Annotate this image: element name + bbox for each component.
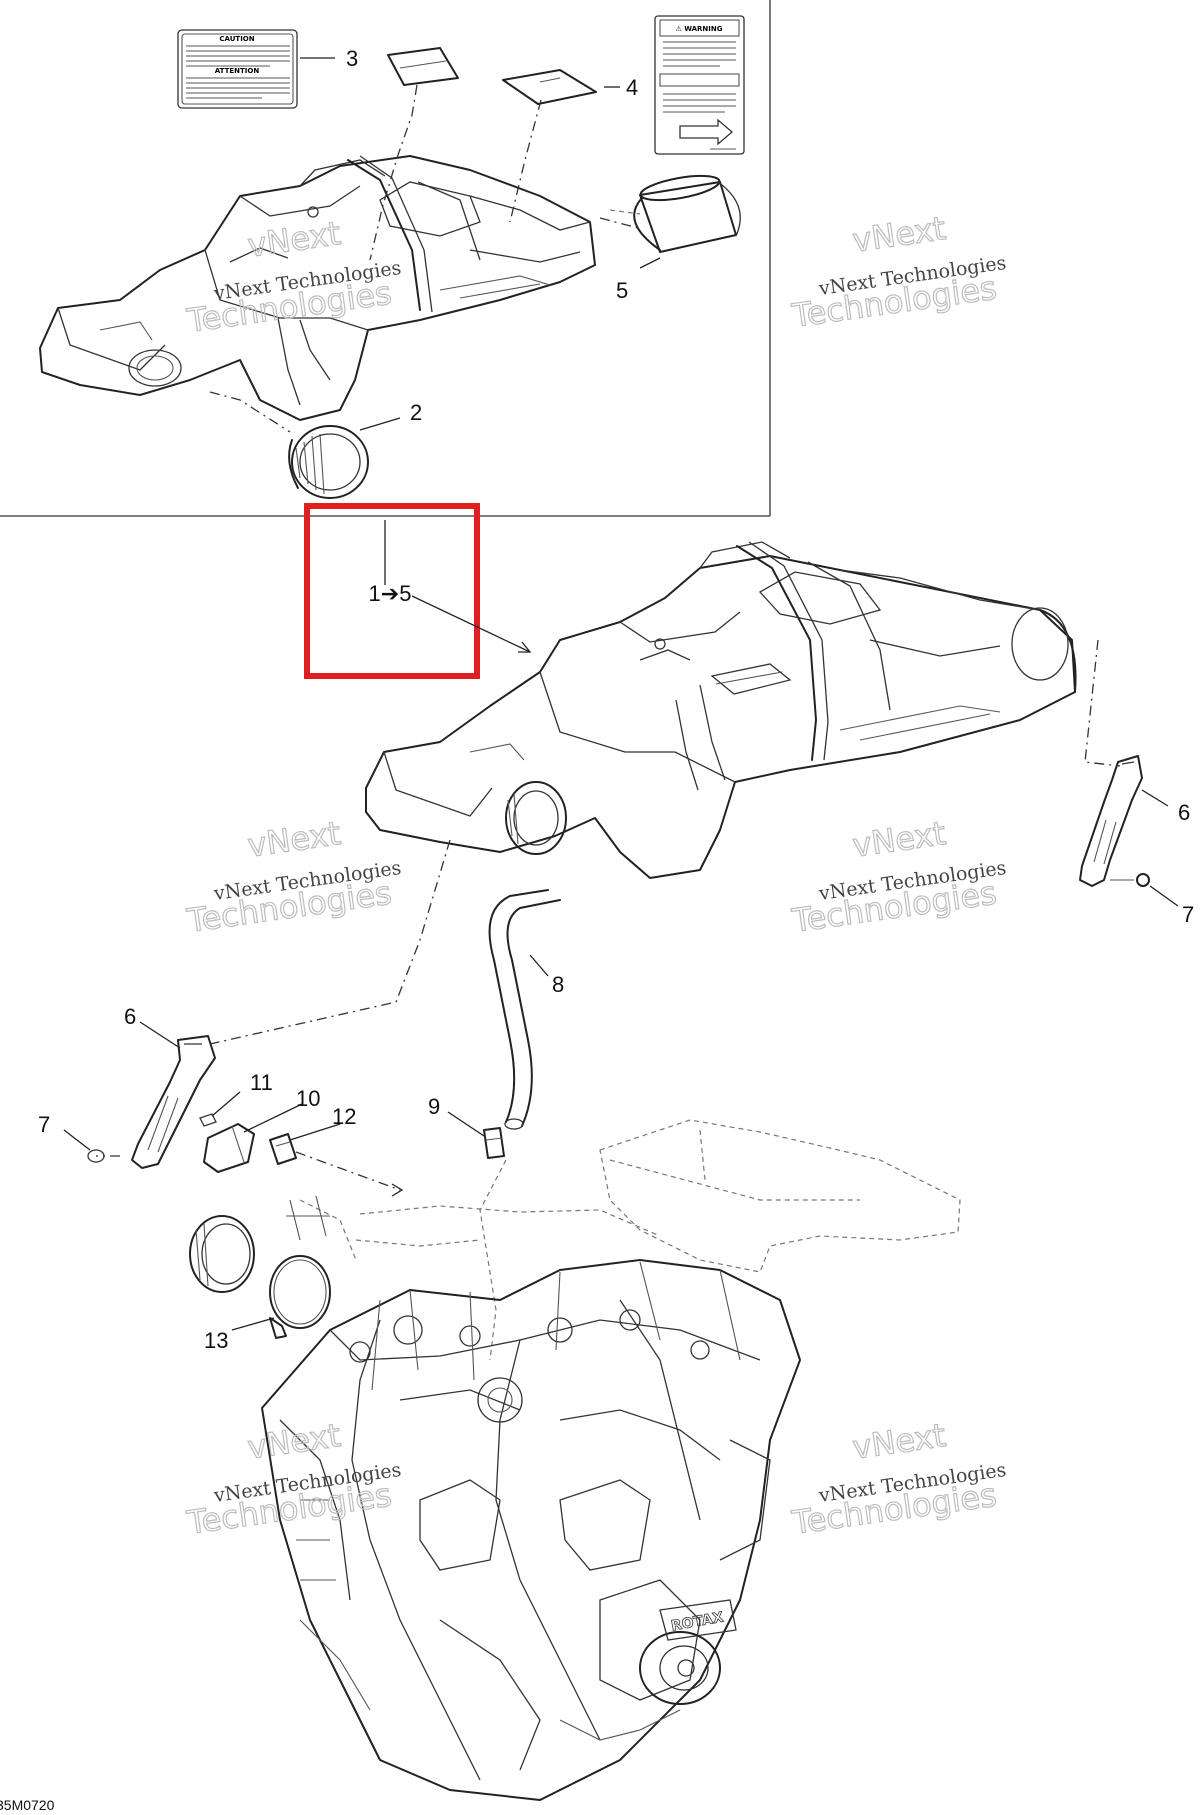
decal-plate-4 [502, 69, 597, 105]
callout-6-left[interactable]: 6 [124, 1004, 136, 1029]
svg-text:vNext: vNext [245, 814, 343, 865]
warning-decal[interactable]: ⚠ WARNING [654, 15, 745, 155]
callout-12[interactable]: 12 [332, 1104, 356, 1129]
leader-lines [63, 57, 1179, 1331]
leader-1-5 [411, 595, 531, 653]
screw-right[interactable] [1110, 873, 1150, 887]
svg-text:vNext: vNext [245, 1416, 343, 1467]
callout-8[interactable]: 8 [552, 972, 564, 997]
inset-frame [0, 0, 771, 517]
callout-11[interactable]: 11 [250, 1070, 273, 1095]
watermark-5: vNext vNext Technologies Technologies [183, 1415, 402, 1542]
engine-assembly: ROTAX [261, 1259, 801, 1801]
assembly-lines-bottom [96, 839, 507, 1361]
mounting-bracket[interactable] [203, 1123, 255, 1173]
vent-hose[interactable] [488, 889, 561, 1130]
figure-code: 35M0720 [0, 1797, 55, 1813]
callout-13[interactable]: 13 [204, 1328, 228, 1353]
callout-6-right[interactable]: 6 [1178, 800, 1190, 825]
hose-clip[interactable] [269, 1133, 297, 1165]
small-screw[interactable] [199, 1113, 217, 1127]
watermark-group: vNext vNext Technologies Technologies vN… [183, 208, 1007, 1542]
callout-9[interactable]: 9 [428, 1094, 440, 1119]
watermark-4: vNext vNext Technologies Technologies [788, 813, 1007, 940]
callouts: 2 3 4 5 6 7 8 6 7 11 10 12 9 13 [38, 46, 1194, 1353]
coupler[interactable] [189, 1215, 255, 1293]
svg-text:vNext: vNext [850, 814, 948, 865]
caution-heading: CAUTION [219, 35, 254, 43]
watermark-3: vNext vNext Technologies Technologies [183, 813, 402, 940]
caution-decal[interactable]: CAUTION ATTENTION [177, 29, 298, 109]
air-silencer-upper [39, 155, 596, 421]
svg-text:vNext: vNext [850, 1416, 948, 1467]
highlight-box[interactable]: 1➔5 [304, 503, 480, 679]
callout-7-right[interactable]: 7 [1182, 902, 1194, 927]
watermark-1: vNext vNext Technologies Technologies [183, 213, 402, 340]
frame-ghost [286, 1119, 961, 1273]
callout-5[interactable]: 5 [616, 278, 628, 303]
hose-fitting[interactable] [483, 1127, 505, 1159]
watermark-6: vNext vNext Technologies Technologies [788, 1415, 1007, 1542]
callout-2[interactable]: 2 [410, 400, 422, 425]
svg-text:vNext: vNext [245, 214, 343, 265]
arrowhead-1-5 [518, 641, 532, 653]
decal-plate-3 [387, 47, 459, 86]
callout-4[interactable]: 4 [626, 75, 638, 100]
assembly-line-right [1084, 639, 1121, 767]
retaining-strap-right[interactable] [1079, 755, 1143, 887]
retaining-strap-left[interactable] [131, 1035, 216, 1169]
attention-heading: ATTENTION [215, 67, 260, 75]
callout-7-left[interactable]: 7 [38, 1112, 50, 1137]
assembly-lines-top [209, 84, 641, 433]
air-filter[interactable] [633, 171, 741, 253]
svg-text:vNext: vNext [850, 209, 948, 260]
engine-brand-text: ROTAX [670, 1610, 725, 1635]
watermark-2: vNext vNext Technologies Technologies [788, 208, 1007, 335]
hose-clamp[interactable] [269, 1255, 331, 1339]
callout-3[interactable]: 3 [346, 46, 358, 71]
warning-heading: ⚠ WARNING [676, 25, 723, 33]
range-label-1-5: 1➔5 [369, 581, 412, 606]
air-silencer-assembly [365, 541, 1077, 879]
callout-10[interactable]: 10 [296, 1086, 320, 1111]
intake-adapter-ring[interactable] [288, 425, 369, 499]
